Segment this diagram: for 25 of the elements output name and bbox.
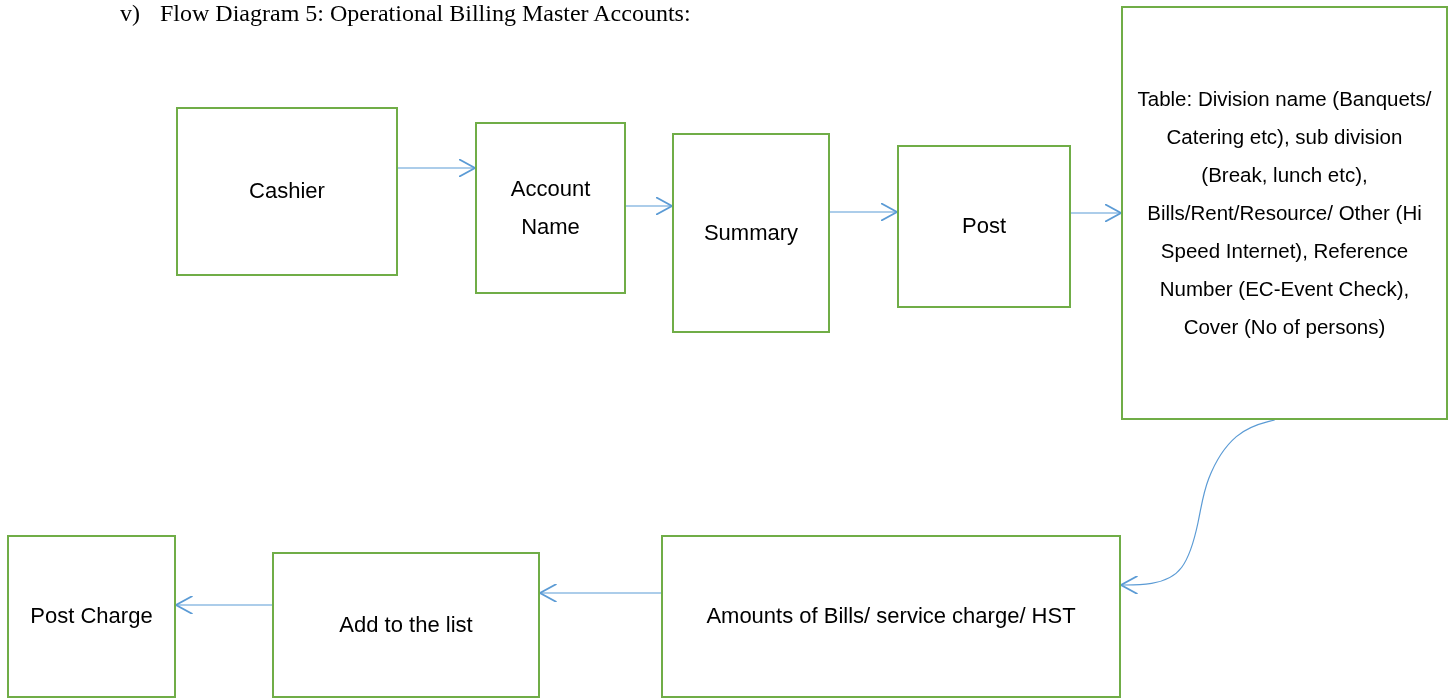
process-box <box>475 122 626 294</box>
box-label: Account Name <box>509 174 592 241</box>
box-label: Cashier <box>249 177 325 206</box>
arrow <box>1070 203 1122 223</box>
process-box <box>672 133 830 333</box>
list-marker: v) <box>120 0 140 27</box>
box-label: Post <box>962 212 1006 241</box>
box-label: Summary <box>703 218 799 247</box>
process-box <box>272 552 540 698</box>
arrow <box>175 595 273 615</box>
box-label: Post Charge <box>30 602 153 631</box>
process-box <box>897 145 1071 308</box>
arrow <box>1120 419 1276 595</box>
process-box <box>1121 6 1448 420</box>
box-label: Table: Division name (Banquets/ Catering etc), sub division (Break, lunch etc), Bills/Rent/Resource/ Other (Hi Speed Internet), Reference Number (EC-Event Check), Cover (No of persons) <box>1136 85 1433 341</box>
arrow <box>829 202 898 222</box>
arrow <box>625 196 673 216</box>
process-box <box>661 535 1121 698</box>
arrow <box>397 158 476 178</box>
diagram-title: Flow Diagram 5: Operational Billing Master Accounts: <box>160 0 691 27</box>
box-label: Amounts of Bills/ service charge/ HST <box>706 602 1076 631</box>
arrow <box>539 583 662 603</box>
process-box <box>176 107 398 276</box>
process-box <box>7 535 176 698</box>
box-label: Add to the list <box>339 610 473 639</box>
